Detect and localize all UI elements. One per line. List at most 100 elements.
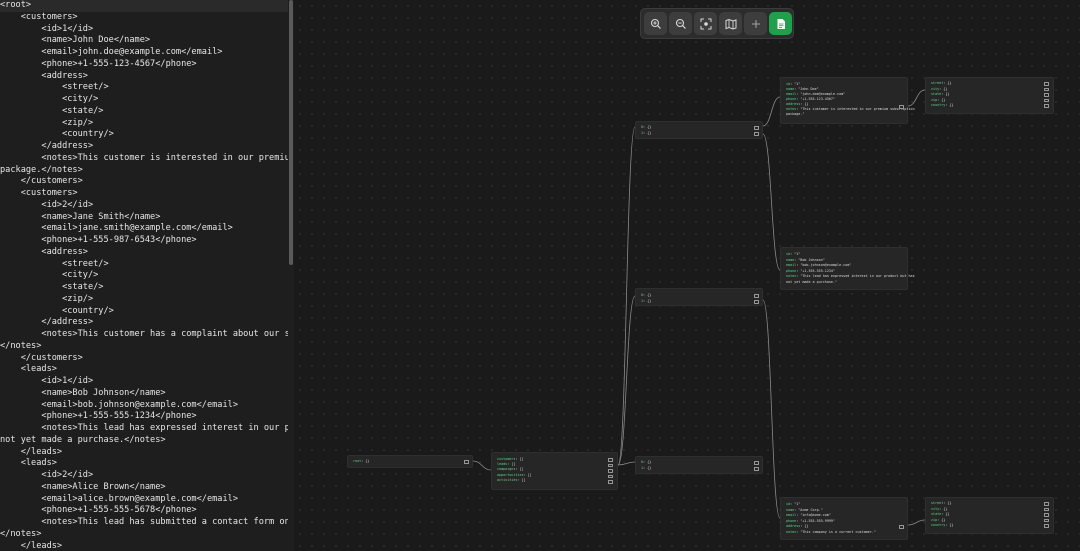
field-value: "1" [794, 252, 801, 256]
collapse-icon[interactable] [754, 126, 759, 130]
editor-scrollbar[interactable] [288, 0, 294, 551]
editor-line[interactable]: <name>Alice Brown</name> [0, 481, 166, 492]
graph-node-arr-bottom[interactable]: 0: {}1: {} [635, 456, 763, 474]
collapse-icon[interactable] [754, 132, 759, 136]
editor-line[interactable]: <leads> [0, 458, 57, 469]
node-field: name: "John Doe" [786, 87, 819, 91]
graph-node-bottom-1[interactable]: id: "1"name: "Acme Corp."email: "info@ac… [780, 497, 908, 540]
editor-line[interactable]: <customers> [0, 11, 78, 22]
collapse-icon[interactable] [754, 467, 759, 471]
editor-line[interactable]: <street/> [0, 258, 109, 269]
editor-line[interactable]: <id>1</id> [0, 376, 94, 386]
editor-line[interactable]: <phone>+1-555-987-6543</phone> [0, 235, 197, 245]
editor-line[interactable]: <state/> [0, 105, 104, 116]
editor-line[interactable]: </customers> [0, 352, 83, 363]
editor-line[interactable]: package.</notes> [0, 164, 83, 175]
graph-node-address-1[interactable]: street: {}city: {}state: {}zip: {}countr… [925, 77, 1054, 114]
collapse-icon[interactable] [608, 474, 613, 478]
field-value: "Acme Corp." [798, 507, 823, 512]
collapse-icon[interactable] [899, 105, 904, 109]
editor-line[interactable]: </notes> [0, 340, 42, 351]
editor-line[interactable]: <name>Jane Smith</name> [0, 211, 161, 222]
editor-line[interactable]: <phone>+1-555-555-5678</phone> [0, 505, 197, 516]
collapse-icon[interactable] [899, 525, 904, 529]
collapse-icon[interactable] [1044, 524, 1049, 528]
editor-line[interactable]: <notes>This lead has submitted a contact… [0, 517, 288, 527]
zoom-in-button[interactable] [644, 12, 667, 35]
editor-line[interactable]: <email>jane.smith@example.com</email> [0, 223, 233, 234]
editor-line[interactable]: <phone>+1-555-555-1234</phone> [0, 411, 197, 422]
collapse-icon[interactable] [464, 460, 469, 464]
graph-canvas[interactable]: root: {} customers: []leads: []campaigns:… [294, 0, 1080, 551]
field-key: root [353, 459, 362, 463]
graph-node-arr-customers[interactable]: 0: {}1: {} [635, 121, 763, 139]
graph-node-root-fields[interactable]: customers: []leads: []campaigns: []oppor… [491, 452, 618, 490]
editor-line[interactable]: <address> [0, 70, 88, 81]
editor-line[interactable]: <state/> [0, 282, 104, 292]
node-field: notes: "This lead has expressed interest… [786, 274, 915, 278]
field-key: leads [497, 462, 508, 467]
editor-line[interactable]: <id>1</id> [0, 23, 94, 34]
editor-line[interactable]: <id>2</id> [0, 199, 94, 210]
editor-line[interactable]: </address> [0, 317, 94, 328]
collapse-icon[interactable] [1044, 98, 1049, 102]
editor-line[interactable]: <notes>This customer is interested in ou… [0, 152, 288, 163]
fit-view-button[interactable] [694, 12, 717, 35]
editor-line[interactable]: <email>alice.brown@example.com</email> [0, 493, 238, 504]
editor-line[interactable]: <phone>+1-555-123-4567</phone> [0, 58, 197, 69]
editor-line[interactable]: <notes>This lead has expressed interest … [0, 423, 288, 433]
graph-node-lead-1[interactable]: id: "1"name: "Bob Johnson"email: "bob.jo… [780, 247, 915, 290]
editor-line[interactable]: <email>bob.johnson@example.com</email> [0, 399, 238, 410]
collapse-icon[interactable] [608, 463, 613, 467]
editor-line[interactable]: <country/> [0, 305, 114, 316]
collapse-icon[interactable] [1044, 104, 1049, 108]
editor-line[interactable]: <zip/> [0, 117, 94, 128]
editor-line[interactable]: <zip/> [0, 293, 94, 304]
graph-node-customer-1[interactable]: id: "1"name: "John Doe"email: "john.doe@… [780, 77, 915, 124]
field-key: email [786, 263, 797, 267]
editor-line[interactable]: </notes> [0, 528, 42, 539]
editor-line[interactable]: <street/> [0, 82, 109, 93]
editor-line[interactable]: <name>John Doe</name> [0, 35, 151, 46]
editor-line[interactable]: <city/> [0, 270, 99, 281]
collapse-icon[interactable] [1044, 507, 1049, 511]
collapse-icon[interactable] [754, 300, 759, 304]
xml-editor[interactable]: <root> <customers> <id>1</id> <name>John… [0, 0, 288, 551]
editor-line[interactable]: <city/> [0, 94, 99, 104]
editor-line[interactable]: </leads> [0, 446, 63, 457]
editor-line[interactable]: <name>Bob Johnson</name> [0, 387, 166, 398]
editor-line[interactable]: <id>2</id> [0, 470, 94, 480]
collapse-icon[interactable] [754, 461, 759, 465]
collapse-icon[interactable] [1044, 518, 1049, 522]
document-button[interactable] [769, 12, 792, 35]
graph-node-arr-leads[interactable]: 0: {}1: {} [635, 288, 763, 306]
field-key: phone [786, 97, 797, 101]
editor-line[interactable]: <root> [0, 0, 288, 12]
collapse-icon[interactable] [1044, 82, 1049, 86]
editor-scrollbar-thumb[interactable] [289, 0, 293, 265]
collapse-icon[interactable] [1044, 502, 1049, 506]
collapse-icon[interactable] [608, 480, 613, 484]
editor-line[interactable]: </customers> [0, 176, 83, 187]
editor-line[interactable]: </leads> [0, 540, 63, 551]
collapse-icon[interactable] [1044, 93, 1049, 97]
editor-line[interactable]: <notes>This customer has a complaint abo… [0, 329, 288, 339]
editor-line[interactable]: <email>john.doe@example.com</email> [0, 47, 223, 57]
collapse-icon[interactable] [1044, 87, 1049, 91]
collapse-icon[interactable] [754, 294, 759, 298]
graph-node-root[interactable]: root: {} [347, 455, 473, 468]
node-field: notes: "This customer is interested in o… [786, 107, 915, 111]
minimap-button[interactable] [719, 12, 742, 35]
editor-line[interactable]: <country/> [0, 129, 114, 140]
collapse-icon[interactable] [1044, 513, 1049, 517]
editor-line[interactable]: <leads> [0, 364, 57, 375]
graph-node-address-2[interactable]: street: {}city: {}state: {}zip: {}countr… [925, 497, 1054, 534]
editor-line[interactable]: not yet made a purchase.</notes> [0, 434, 166, 445]
collapse-icon[interactable] [608, 458, 613, 462]
editor-line[interactable]: <customers> [0, 188, 78, 198]
editor-line[interactable]: </address> [0, 141, 94, 151]
collapse-icon[interactable] [608, 469, 613, 473]
zoom-out-button[interactable] [669, 12, 692, 35]
editor-line[interactable]: <address> [0, 246, 88, 257]
add-button[interactable] [744, 12, 767, 35]
